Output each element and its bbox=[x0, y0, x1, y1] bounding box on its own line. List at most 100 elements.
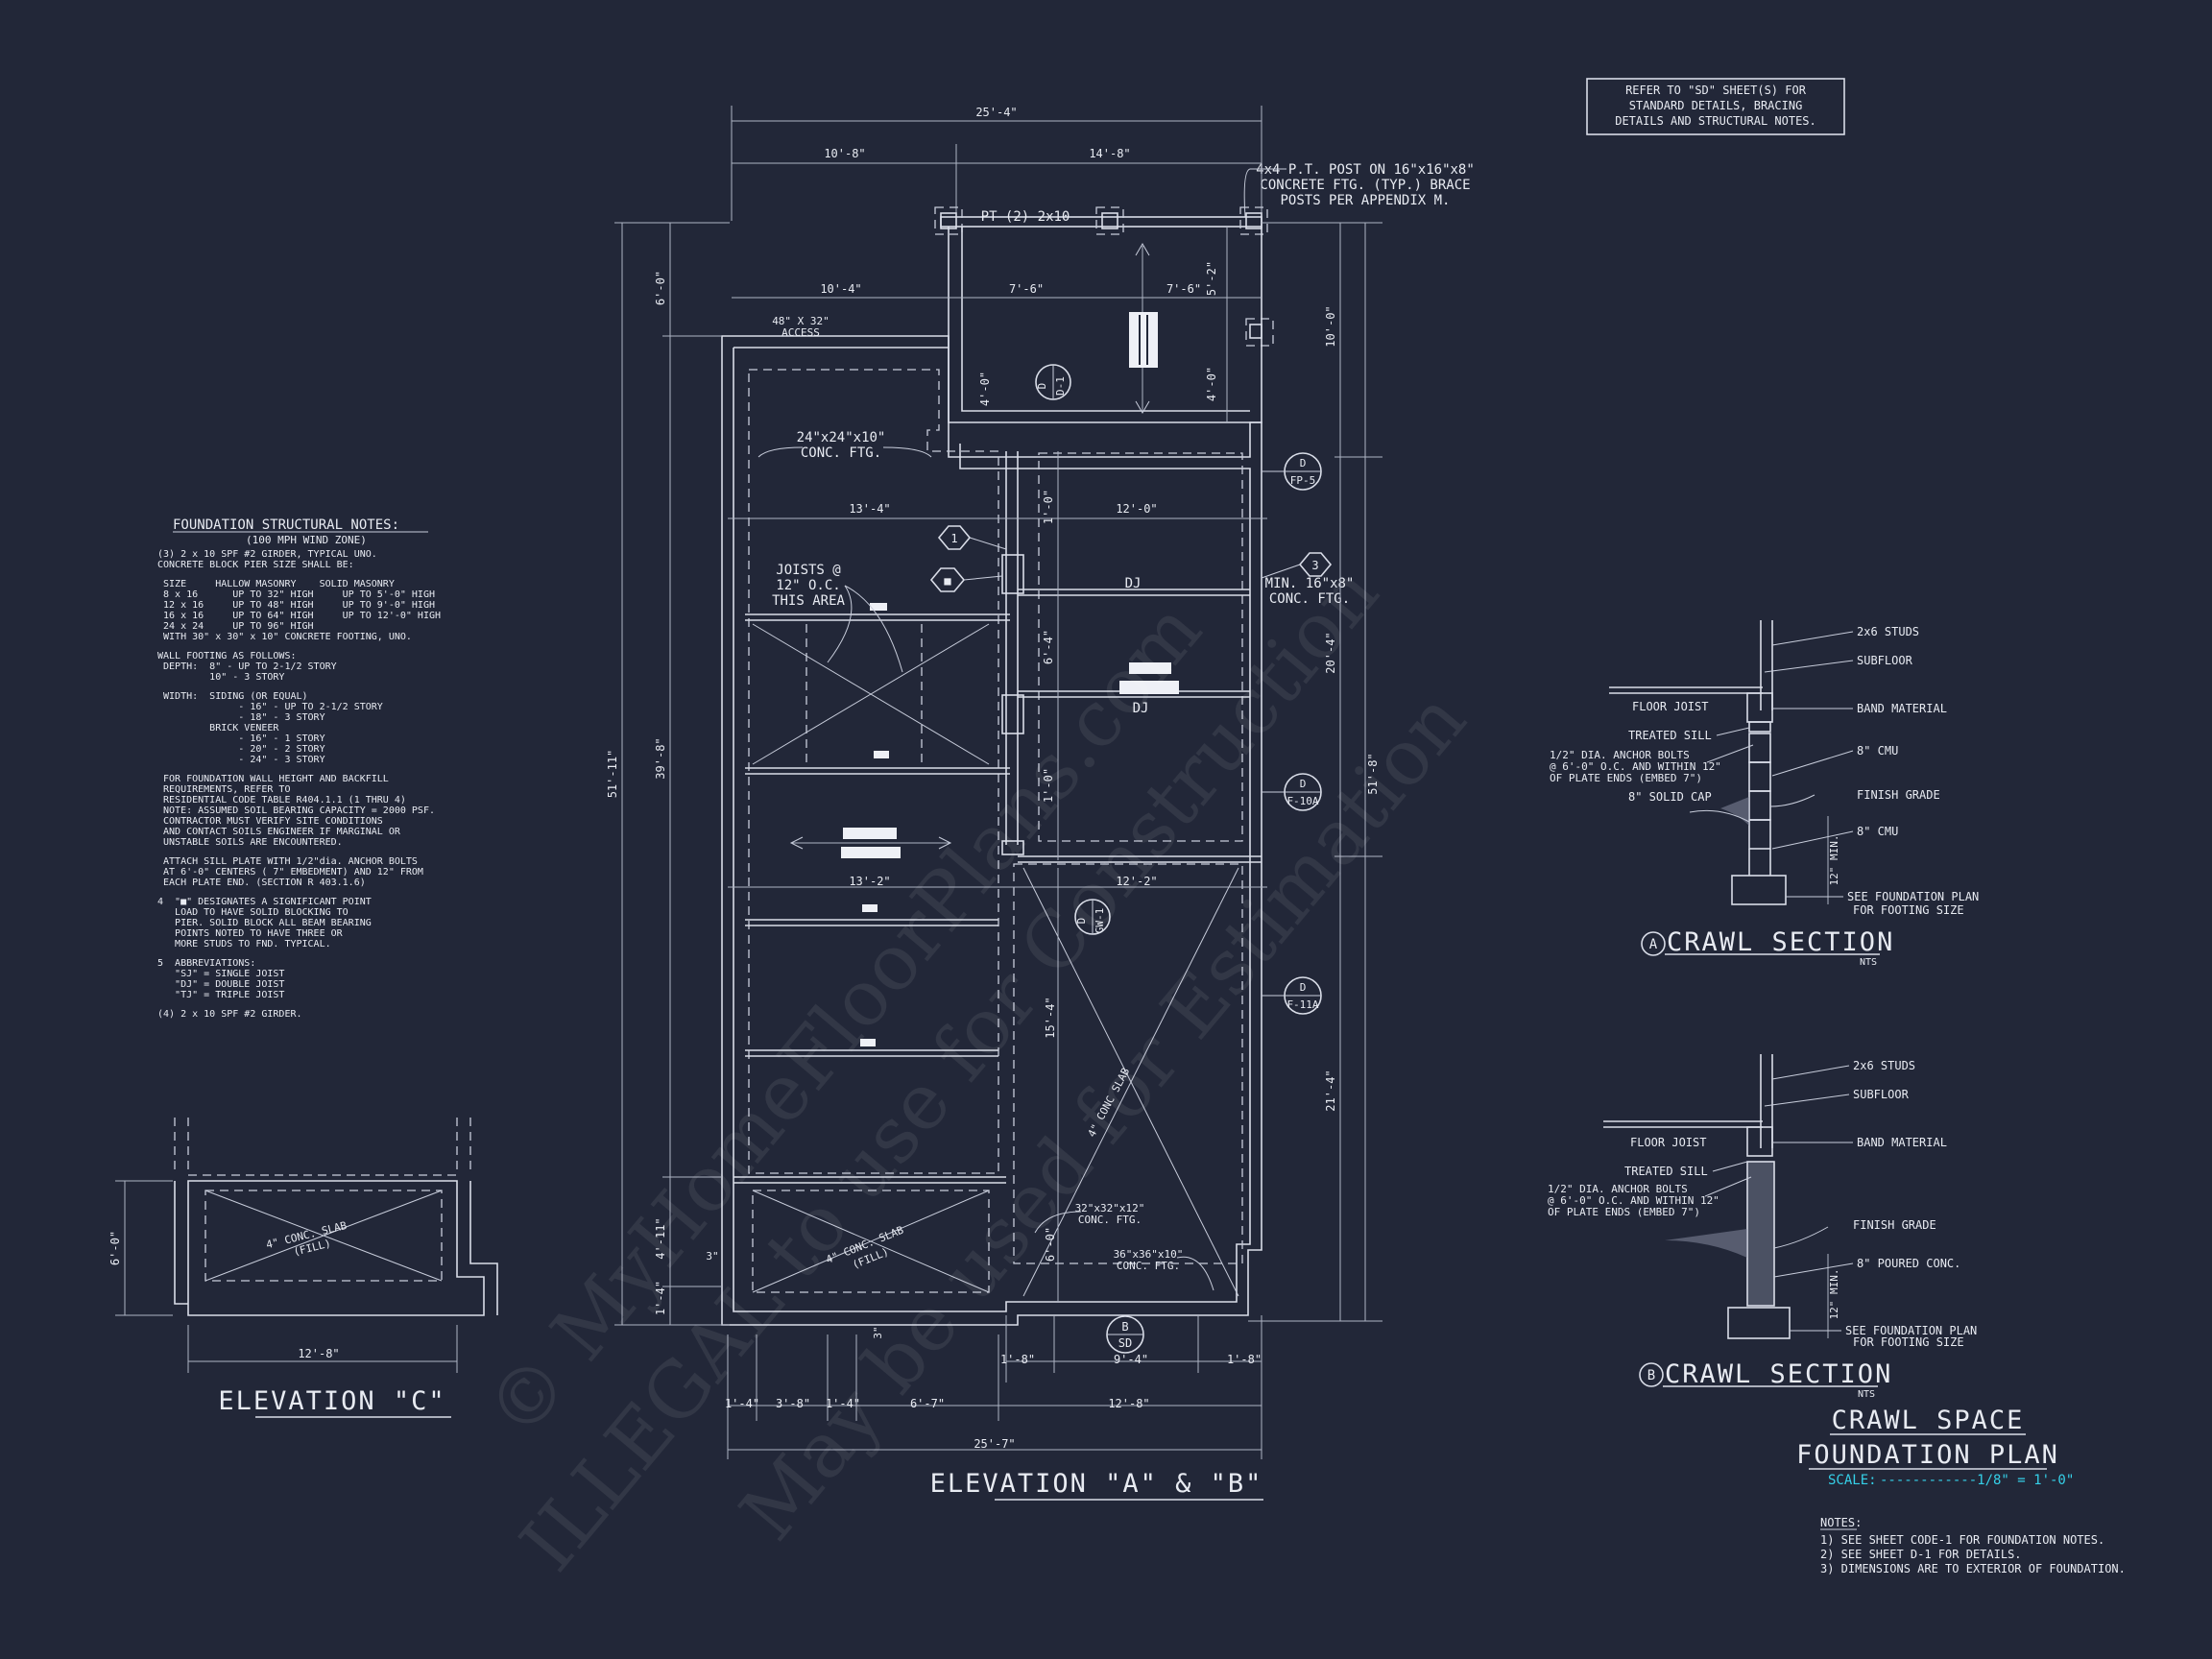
svg-text:A: A bbox=[1649, 937, 1658, 952]
post-note-line-3: POSTS PER APPENDIX M. bbox=[1280, 193, 1450, 208]
svg-text:D: D bbox=[1036, 383, 1048, 390]
dim-3-b: 3" bbox=[872, 1326, 884, 1338]
svg-text:FINISH GRADE: FINISH GRADE bbox=[1857, 788, 1940, 802]
notes-line: RESIDENTIAL CODE TABLE R404.1.1 (1 THRU … bbox=[157, 795, 406, 805]
svg-text:FOR FOOTING SIZE: FOR FOOTING SIZE bbox=[1853, 903, 1964, 917]
crawl-section-b: 12" MIN. 2x6 STUDS SUBFLOOR FLOOR JOIST … bbox=[1548, 1054, 1977, 1400]
dim-10-0: 10'-0" bbox=[1324, 305, 1337, 347]
svg-text:BAND MATERIAL: BAND MATERIAL bbox=[1857, 1136, 1947, 1149]
dim-top-right: 14'-8" bbox=[1089, 147, 1130, 160]
post-note-line-2: CONCRETE FTG. (TYP.) BRACE bbox=[1260, 178, 1470, 193]
ftg-note-1a: 24"x24"x10" bbox=[797, 430, 886, 445]
min-ftg-note-1: MIN. 16"x8" bbox=[1265, 576, 1355, 591]
svg-text:FLOOR JOIST: FLOOR JOIST bbox=[1630, 1136, 1706, 1149]
svg-text:CRAWL SECTION: CRAWL SECTION bbox=[1667, 927, 1894, 957]
svg-text:SUBFLOOR: SUBFLOOR bbox=[1853, 1088, 1910, 1101]
dim-porch-a: 10'-4" bbox=[820, 282, 861, 296]
dim-bot-9-4: 9'-4" bbox=[1114, 1353, 1148, 1366]
scale-label: SCALE: bbox=[1828, 1473, 1877, 1488]
dim-left-39-8: 39'-8" bbox=[654, 737, 667, 779]
sec-a-sill: TREATED SILL bbox=[1628, 729, 1712, 742]
dim-4-0-a: 4'-0" bbox=[978, 372, 992, 406]
ftg-note-3b: CONC. FTG. bbox=[1117, 1260, 1180, 1272]
svg-text:1/2" DIA. ANCHOR BOLTS: 1/2" DIA. ANCHOR BOLTS bbox=[1548, 1183, 1688, 1195]
tag-d-1: D D-1 bbox=[1035, 364, 1071, 400]
dim-right-20-4: 20'-4" bbox=[1324, 632, 1337, 673]
svg-text:@ 6'-0" O.C. AND WITHIN 12": @ 6'-0" O.C. AND WITHIN 12" bbox=[1548, 1194, 1719, 1207]
dim-bot-1-8-b: 1'-8" bbox=[1227, 1353, 1262, 1366]
svg-text:B: B bbox=[1647, 1368, 1655, 1383]
svg-text:D: D bbox=[1300, 981, 1307, 994]
refer-line-2: STANDARD DETAILS, BRACING bbox=[1629, 99, 1803, 112]
notes-line: WITH 30" x 30" x 10" CONCRETE FOOTING, U… bbox=[157, 632, 412, 642]
svg-text:SD: SD bbox=[1118, 1336, 1132, 1350]
svg-text:■: ■ bbox=[944, 574, 951, 588]
svg-text:CRAWL SECTION: CRAWL SECTION bbox=[1665, 1359, 1892, 1389]
sec-b-title: B CRAWL SECTION NTS bbox=[1639, 1359, 1892, 1400]
notes-line: MORE STUDS TO FND. TYPICAL. bbox=[157, 939, 331, 950]
dim-1-0-a: 1'-0" bbox=[1042, 490, 1055, 524]
foundation-notes: FOUNDATION STRUCTURAL NOTES: (100 MPH WI… bbox=[157, 517, 441, 1020]
notes-line: - 16" - 1 STORY bbox=[157, 733, 325, 744]
dim-overall-top: 25'-4" bbox=[975, 106, 1017, 119]
svg-text:12" MIN.: 12" MIN. bbox=[1828, 835, 1840, 886]
notes-line: BRICK VENEER bbox=[157, 723, 279, 733]
dim-bot-1-8-a: 1'-8" bbox=[1000, 1353, 1035, 1366]
notes-line: 8 x 16 UP TO 32" HIGH UP TO 5'-0" HIGH bbox=[157, 589, 435, 600]
notes-line: AND CONTACT SOILS ENGINEER IF MARGINAL O… bbox=[157, 827, 401, 837]
dim-bot-12-8: 12'-8" bbox=[1108, 1397, 1149, 1410]
svg-text:NTS: NTS bbox=[1860, 957, 1877, 968]
svg-text:OF PLATE ENDS (EMBED 7"): OF PLATE ENDS (EMBED 7") bbox=[1550, 772, 1702, 784]
notes-line: UNSTABLE SOILS ARE ENCOUNTERED. bbox=[157, 837, 343, 848]
notes-subtitle: (100 MPH WIND ZONE) bbox=[246, 534, 367, 546]
notes-line: (3) 2 x 10 SPF #2 GIRDER, TYPICAL UNO. bbox=[157, 549, 377, 560]
svg-text:GW-1: GW-1 bbox=[1094, 908, 1106, 934]
sec-a-subfloor: SUBFLOOR bbox=[1857, 654, 1913, 667]
crawl-section-a: 12" MIN. 2x6 STUDS SUBFLOOR FLOOR JOIST … bbox=[1550, 620, 1979, 968]
footer-notes-title: NOTES: bbox=[1820, 1516, 1862, 1529]
dim-13-2: 13'-2" bbox=[849, 875, 890, 888]
svg-text:D-1: D-1 bbox=[1054, 376, 1067, 396]
notes-line: SIZE HALLOW MASONRY SOLID MASONRY bbox=[157, 579, 395, 589]
dim-right-21-4: 21'-4" bbox=[1324, 1070, 1337, 1111]
notes-line: LOAD TO HAVE SOLID BLOCKING TO bbox=[157, 907, 349, 918]
notes-line: FOR FOUNDATION WALL HEIGHT AND BACKFILL bbox=[157, 774, 389, 784]
notes-line: 16 x 16 UP TO 64" HIGH UP TO 12'-0" HIGH bbox=[157, 611, 441, 621]
footer-note-2: 2) SEE SHEET D-1 FOR DETAILS. bbox=[1820, 1548, 2022, 1561]
svg-text:F-10A: F-10A bbox=[1286, 795, 1318, 807]
sec-a-band: BAND MATERIAL bbox=[1857, 702, 1947, 715]
dj-label-1: DJ bbox=[1125, 576, 1142, 591]
ftg-note-2b: CONC. FTG. bbox=[1078, 1214, 1142, 1226]
elev-c-title: ELEVATION "C" bbox=[218, 1386, 445, 1416]
notes-line: 12 x 16 UP TO 48" HIGH UP TO 9'-0" HIGH bbox=[157, 600, 435, 611]
ftg-note-3a: 36"x36"x10" bbox=[1114, 1248, 1184, 1261]
refer-box: REFER TO "SD" SHEET(S) FOR STANDARD DETA… bbox=[1586, 78, 1845, 135]
dim-porch-b: 7'-6" bbox=[1009, 282, 1044, 296]
dim-bot-6-7: 6'-7" bbox=[910, 1397, 945, 1410]
dim-5-2: 5'-2" bbox=[1205, 261, 1218, 296]
watermark: © MyHomeFloorPlans.com ILLEGAL to use fo… bbox=[469, 548, 1483, 1588]
footer-note-1: 1) SEE SHEET CODE-1 FOR FOUNDATION NOTES… bbox=[1820, 1533, 2104, 1547]
svg-text:D: D bbox=[1300, 457, 1307, 469]
notes-line: CONCRETE BLOCK PIER SIZE SHALL BE: bbox=[157, 560, 354, 570]
footer-notes: NOTES: 1) SEE SHEET CODE-1 FOR FOUNDATIO… bbox=[1820, 1516, 2126, 1575]
refer-line-1: REFER TO "SD" SHEET(S) FOR bbox=[1625, 84, 1807, 97]
foundation-plan: 25'-4" 10'-8" 14'-8" PT (2) 2x10 10'-4" … bbox=[606, 106, 1382, 1501]
plan-title: ELEVATION "A" & "B" bbox=[930, 1469, 1263, 1499]
dim-bot-3-8: 3'-8" bbox=[776, 1397, 810, 1410]
svg-text:NTS: NTS bbox=[1858, 1389, 1875, 1400]
tag-f-11a: D F-11A bbox=[1262, 976, 1322, 1015]
notes-line: (4) 2 x 10 SPF #2 GIRDER. bbox=[157, 1009, 302, 1020]
svg-text:8" POURED CONC.: 8" POURED CONC. bbox=[1857, 1257, 1960, 1270]
dim-1-0-b: 1'-0" bbox=[1042, 768, 1055, 803]
notes-line: 10" - 3 STORY bbox=[157, 672, 284, 683]
dim-12-2: 12'-2" bbox=[1116, 875, 1157, 888]
ftg-note-1b: CONC. FTG. bbox=[801, 445, 881, 461]
svg-text:D: D bbox=[1075, 918, 1088, 925]
notes-line: - 20" - 2 STORY bbox=[157, 744, 325, 755]
watermark-line-3: May be used for Estimation bbox=[723, 675, 1482, 1556]
notes-line: REQUIREMENTS, REFER TO bbox=[157, 784, 290, 795]
svg-text:F-11A: F-11A bbox=[1286, 998, 1318, 1011]
svg-text:8" CMU: 8" CMU bbox=[1857, 825, 1898, 838]
